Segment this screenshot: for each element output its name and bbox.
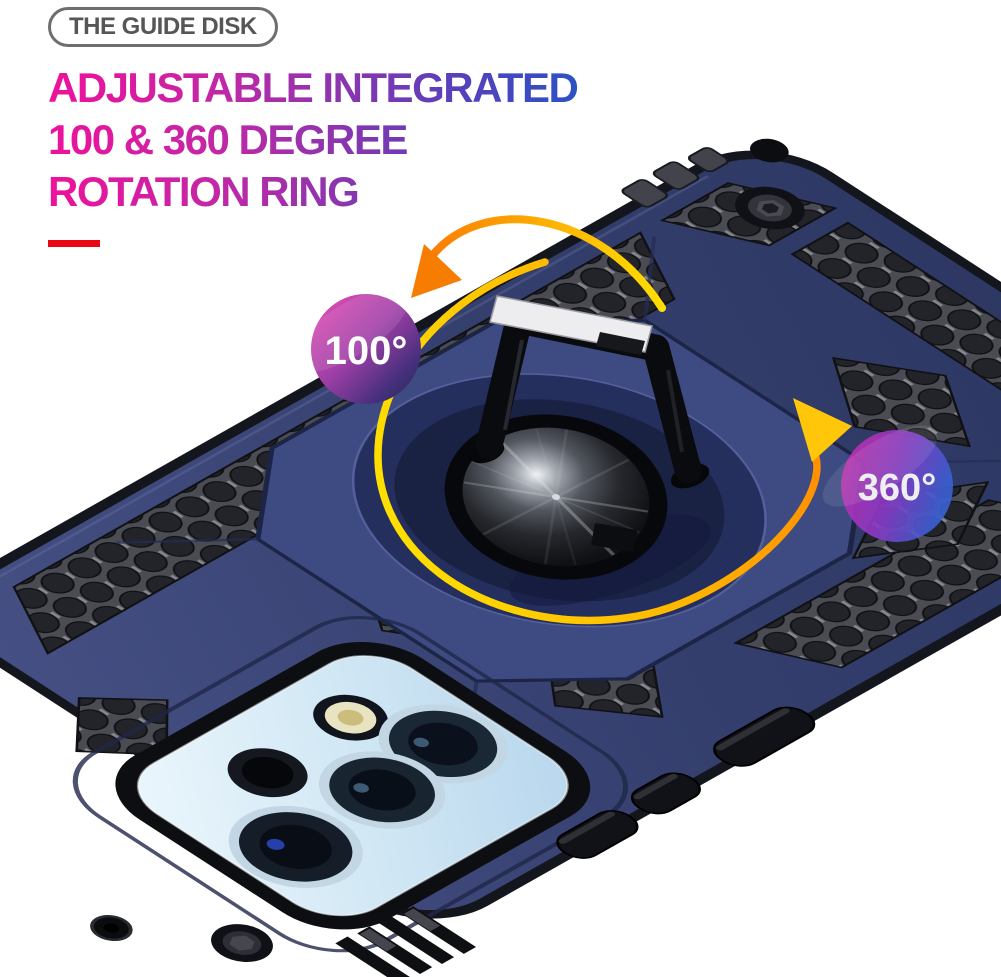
stand-clip [489, 295, 653, 355]
badge-360-label: 360° [858, 467, 937, 509]
hex-screw-icon [211, 924, 273, 962]
curved-arrow-100-icon [411, 215, 666, 312]
hex-screw-icon [735, 186, 805, 230]
red-accent-dash [48, 240, 100, 247]
badge-100: 100° [290, 287, 421, 404]
badge-360: 360° [822, 425, 953, 542]
edge-grip-nubs [621, 147, 729, 208]
headline: ADJUSTABLE INTEGRATED 100 & 360 DEGREE R… [48, 62, 600, 218]
power-button [713, 706, 816, 767]
headline-line2: 100 & 360 DEGREE [48, 116, 407, 163]
feature-pill: THE GUIDE DISK [48, 7, 278, 47]
grip-vents [335, 906, 477, 977]
camera-flash [313, 694, 388, 741]
volume-button [556, 810, 639, 859]
ring-kickstand [444, 295, 711, 606]
camera-lens [228, 805, 363, 888]
camera-depth-sensor [227, 748, 308, 798]
headline-line3: ROTATION RING [48, 168, 359, 215]
honeycomb-diamond [831, 356, 972, 448]
badge-100-label: 100° [325, 329, 408, 373]
feature-pill-label: THE GUIDE DISK [69, 13, 257, 40]
honeycomb-strip-right-edge [790, 221, 1001, 435]
volume-button [630, 772, 701, 815]
corner-bolt [750, 138, 789, 163]
camera-lens [318, 751, 446, 829]
headline-line1: ADJUSTABLE INTEGRATED [48, 64, 578, 111]
headphone-jack [90, 915, 133, 942]
